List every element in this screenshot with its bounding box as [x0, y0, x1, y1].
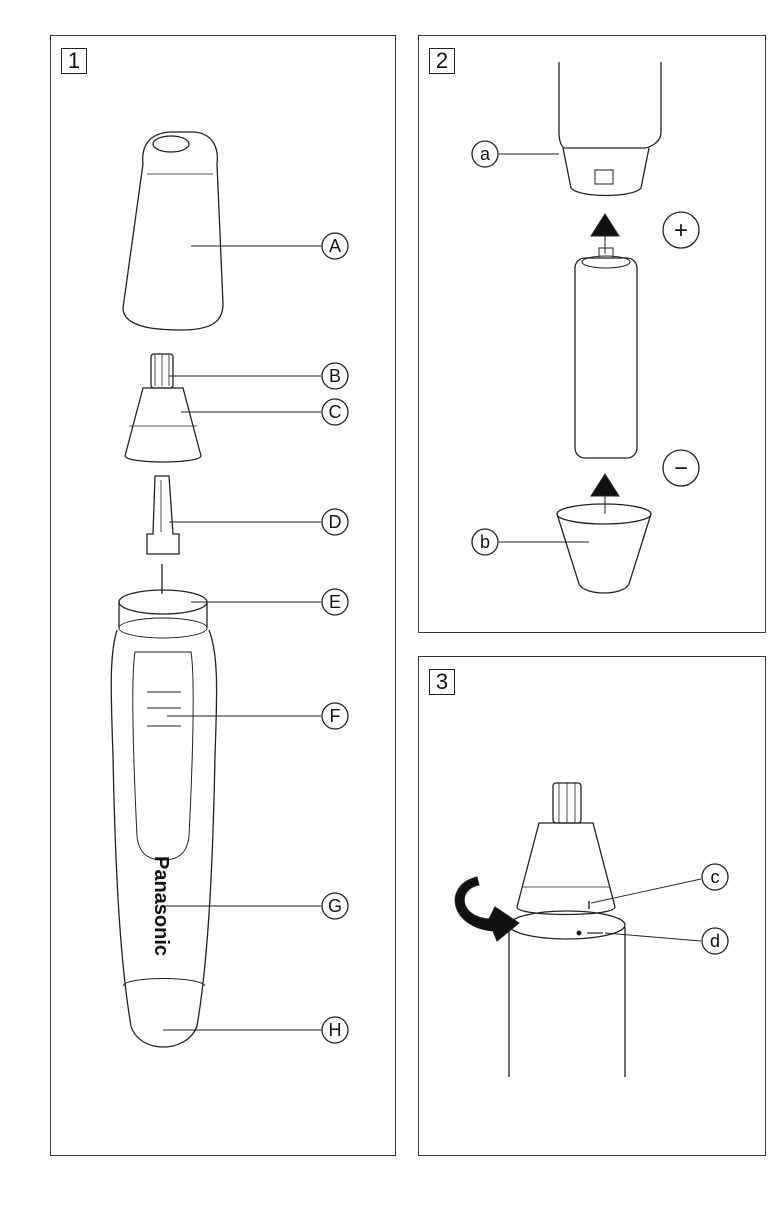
callout-E: E [329, 592, 341, 612]
body-bottom [559, 62, 661, 148]
callout-H: H [329, 1020, 342, 1040]
polarity-plus: + [674, 217, 688, 244]
callout-B: B [329, 366, 341, 386]
body-collar [563, 148, 649, 196]
callout-G: G [328, 896, 342, 916]
insert-arrow-bottom [591, 474, 619, 514]
polarity-minus: − [674, 455, 688, 482]
callout-A: A [329, 236, 341, 256]
battery-cover [123, 979, 205, 987]
callout-a: a [480, 144, 491, 164]
parts-illustration: A B C D E F G H Panasonic [51, 36, 397, 1157]
protective-cap [123, 132, 223, 330]
callout-D: D [329, 512, 342, 532]
main-body [509, 927, 625, 1077]
rotate-arrow-icon [455, 877, 519, 941]
callout-b: b [480, 532, 490, 552]
battery-illustration: a b + − [419, 36, 767, 634]
callout-c: c [711, 867, 720, 887]
brand-logo-text: Panasonic [150, 856, 172, 956]
callout-F: F [330, 706, 341, 726]
battery-cover [557, 514, 651, 593]
callout-C: C [329, 402, 342, 422]
callout-d: d [710, 931, 720, 951]
blade-shaft [147, 476, 179, 554]
switch-panel [133, 652, 193, 860]
blade-head [125, 388, 201, 462]
panel-blade-lock: 3 c d [418, 656, 766, 1156]
panel-parts-overview: 1 [50, 35, 396, 1156]
body-top [509, 911, 625, 939]
battery [575, 258, 637, 458]
lock-illustration: c d [419, 657, 767, 1157]
panel-battery-install: 2 a b [418, 35, 766, 633]
